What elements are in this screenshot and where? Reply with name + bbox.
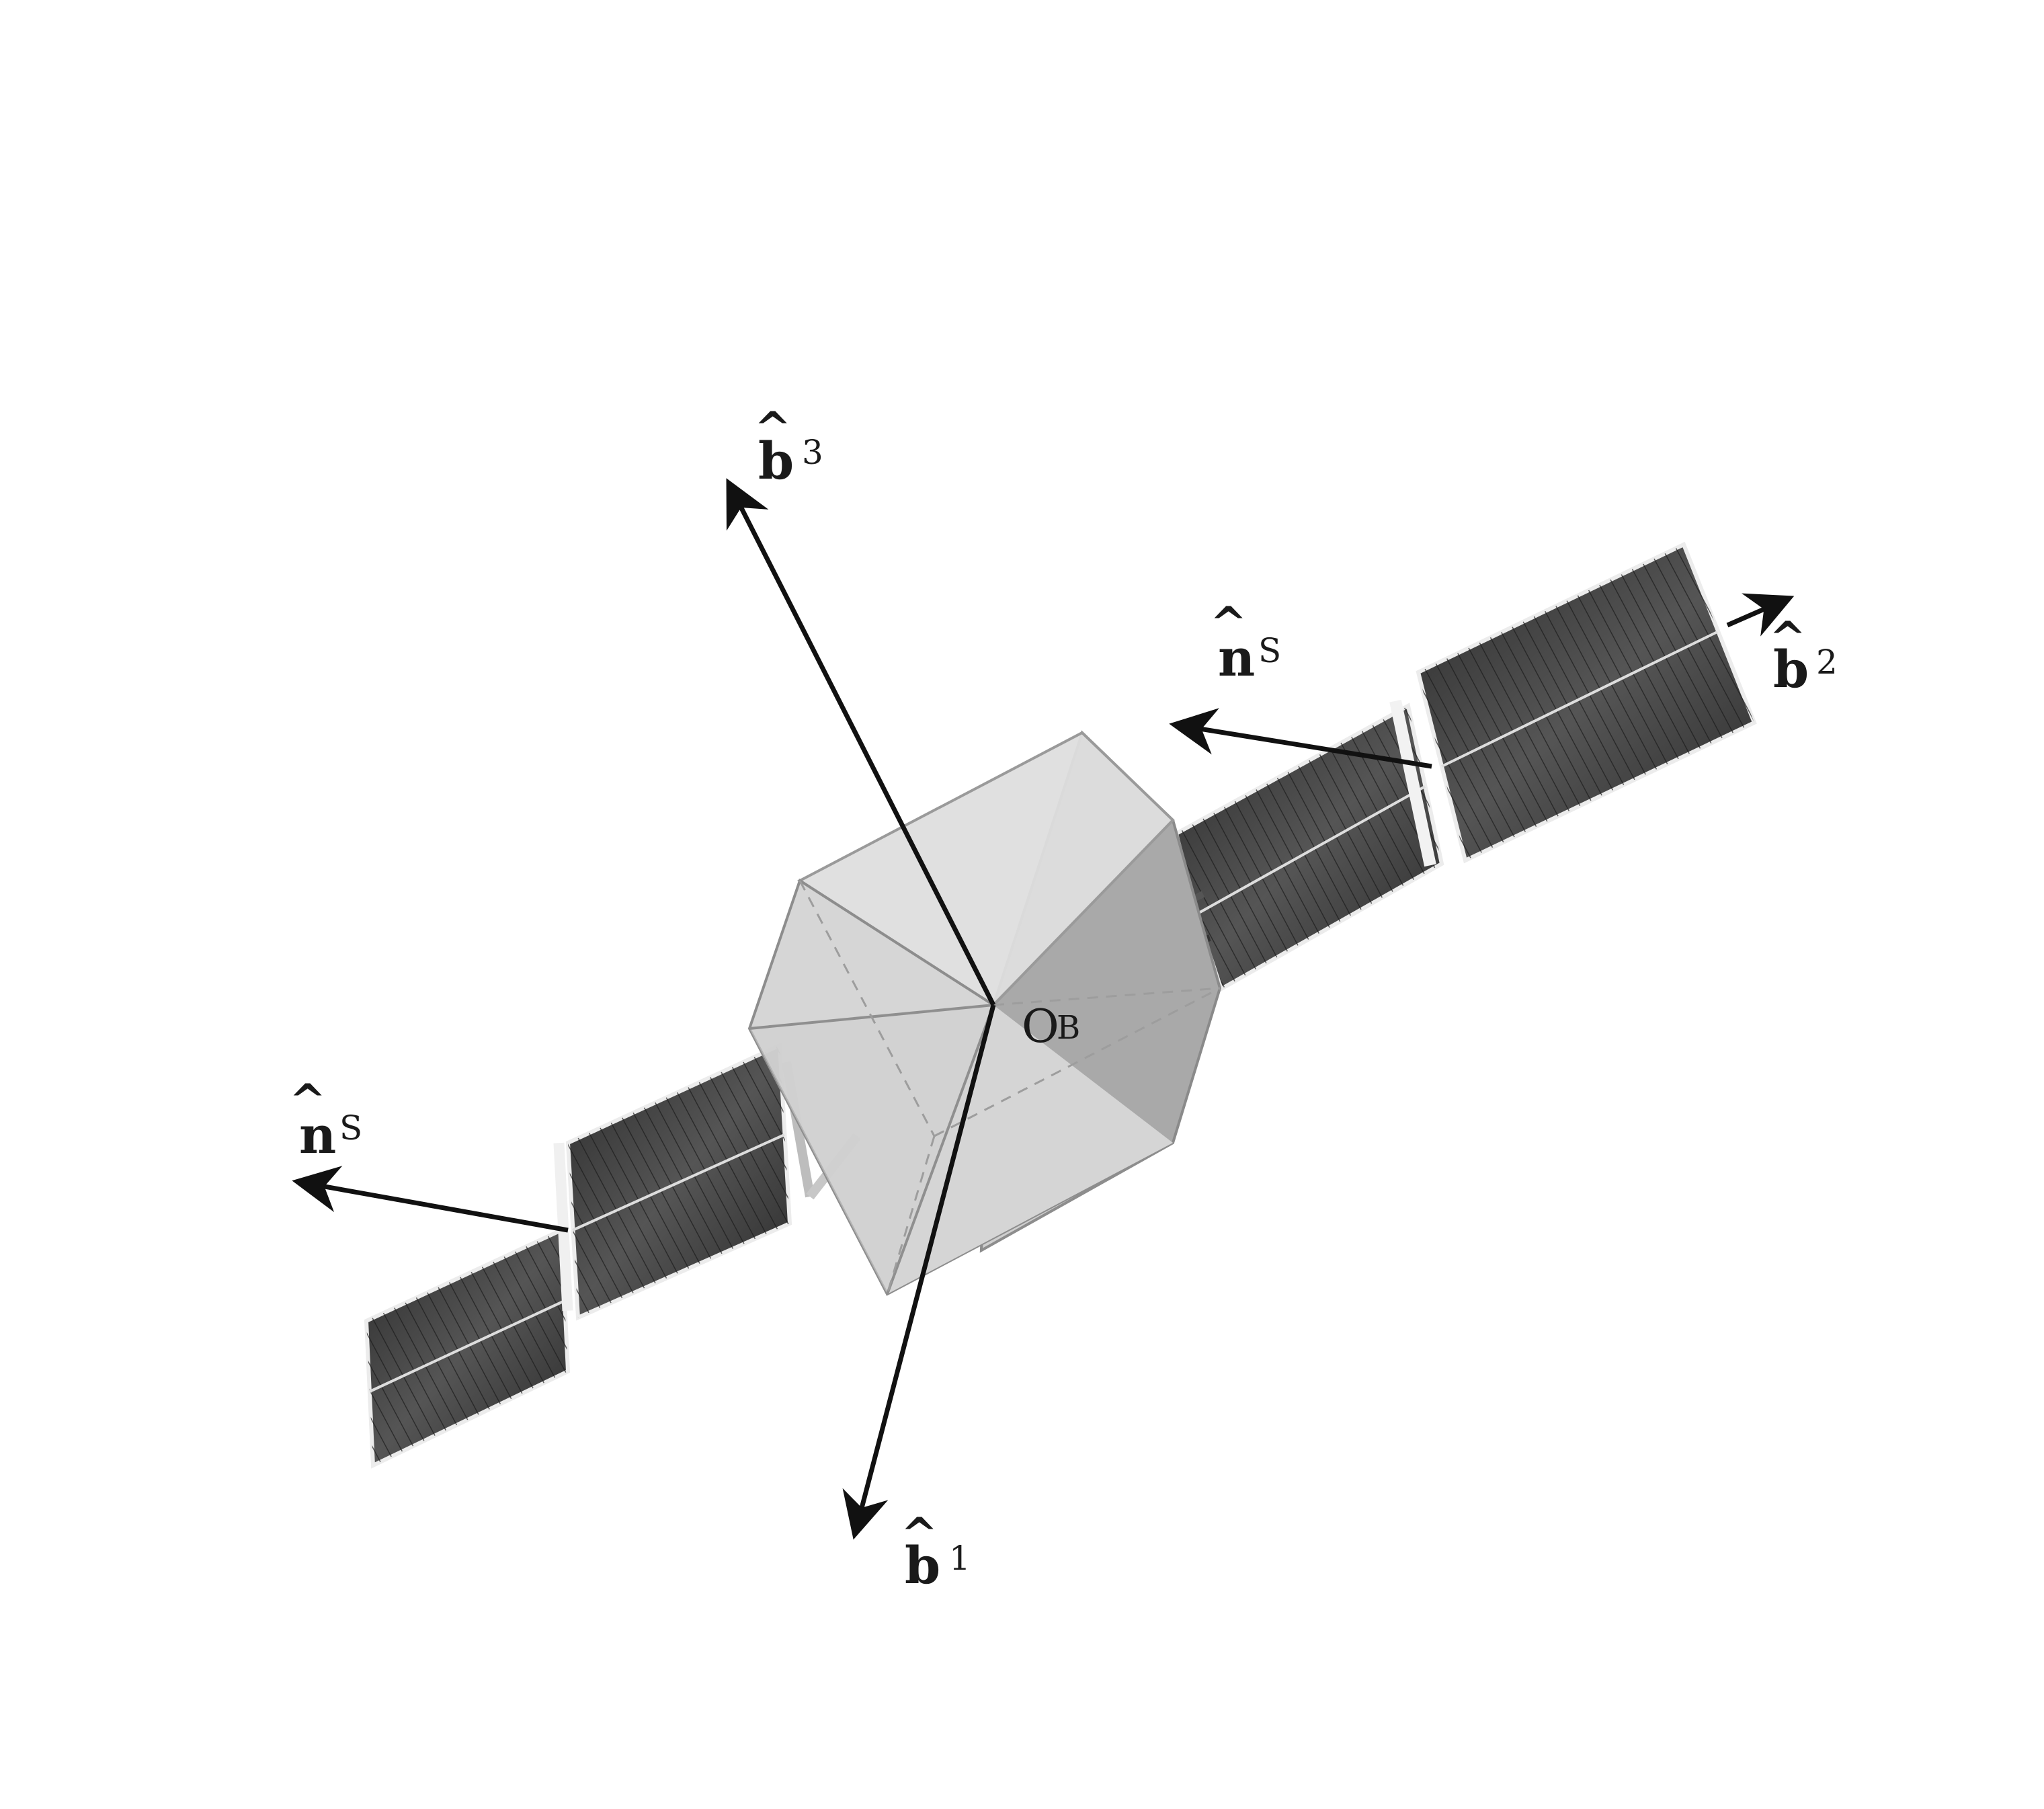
b2-symbol: b — [1773, 639, 1809, 699]
label-b3: ^ b 3 — [754, 402, 823, 491]
ns-right-symbol: n — [1218, 628, 1255, 688]
b2-subscript: 2 — [1816, 643, 1838, 682]
label-origin: O B — [1022, 1000, 1080, 1053]
b2-axis-arrow — [1726, 593, 1795, 637]
ns-left-subscript: S — [339, 1109, 362, 1148]
b2-hat: ^ — [1769, 612, 1806, 664]
b3-subscript: 3 — [802, 433, 823, 472]
ns-right-subscript: S — [1258, 631, 1281, 670]
left-solar-array — [364, 1042, 861, 1469]
b3-hat: ^ — [754, 402, 791, 454]
b3-axis-arrow — [726, 478, 996, 1006]
b1-symbol: b — [905, 1535, 940, 1595]
b1-axis-arrow — [842, 1004, 996, 1540]
ns-left-arrow — [292, 1166, 569, 1233]
ns-right-hat: ^ — [1210, 597, 1247, 649]
b3-symbol: b — [758, 431, 794, 491]
label-ns-right: ^ n S — [1210, 597, 1281, 688]
satellite-bus — [747, 730, 1222, 1296]
origin-symbol: O — [1022, 1000, 1059, 1053]
ns-right-arrow — [1169, 708, 1432, 769]
ns-left-symbol: n — [299, 1105, 336, 1165]
label-ns-left: ^ n S — [289, 1074, 362, 1165]
b1-hat: ^ — [901, 1508, 938, 1560]
ns-left-hat: ^ — [289, 1074, 326, 1127]
b1-subscript: 1 — [949, 1539, 971, 1578]
label-b1: ^ b 1 — [901, 1508, 971, 1595]
origin-subscript: B — [1057, 1009, 1080, 1047]
axis-arrows — [292, 478, 1795, 1540]
label-b2: ^ b 2 — [1769, 612, 1838, 699]
